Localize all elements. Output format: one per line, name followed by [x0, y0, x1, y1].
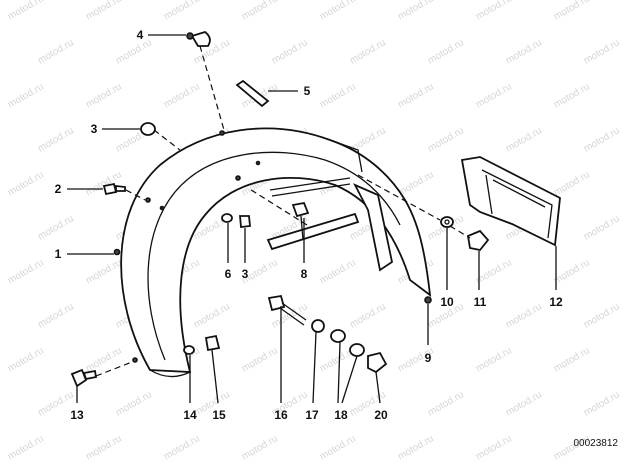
watermark-text: motod.ru — [114, 389, 154, 418]
watermark-text: motod.ru — [84, 0, 124, 23]
watermark-text: motod.ru — [84, 257, 124, 286]
watermark-text: motod.ru — [504, 389, 544, 418]
callout-3-upper: 3 — [91, 122, 98, 136]
watermark-text: motod.ru — [474, 81, 514, 110]
leader-lines — [67, 34, 557, 404]
watermark-text: motod.ru — [318, 433, 358, 462]
callout-5: 5 — [304, 84, 311, 98]
watermark-text: motod.ru — [114, 37, 154, 66]
watermark-text: motod.ru — [474, 257, 514, 286]
watermark-text: motod.ru — [582, 213, 622, 242]
watermark-text: motod.ru — [36, 37, 76, 66]
watermark-text: motod.ru — [552, 345, 592, 374]
watermark-text: motod.ru — [6, 345, 46, 374]
reference-code: 00023812 — [574, 438, 619, 449]
watermark-text: motod.ru — [552, 257, 592, 286]
callout-16: 16 — [274, 408, 288, 422]
callout-labels: 1 2 3 3 4 5 6 8 9 10 11 12 13 14 15 16 1… — [55, 28, 563, 422]
watermark-text: motod.ru — [36, 125, 76, 154]
watermark-text: motod.ru — [240, 345, 280, 374]
watermark-text: motod.ru — [240, 0, 280, 23]
rear-fender-drawing — [113, 127, 432, 378]
watermark-text: motod.ru — [318, 0, 358, 23]
watermark-text: motod.ru — [474, 433, 514, 462]
small-parts — [70, 31, 490, 388]
callout-20: 20 — [374, 408, 388, 422]
callout-12: 12 — [549, 295, 563, 309]
watermark-text: motod.ru — [348, 301, 388, 330]
watermark-text: motod.ru — [84, 169, 124, 198]
callout-13: 13 — [70, 408, 84, 422]
watermark-text: motod.ru — [84, 345, 124, 374]
callout-9: 9 — [425, 351, 432, 365]
watermark-text: motod.ru — [192, 301, 232, 330]
watermark-text: motod.ru — [162, 0, 202, 23]
watermark-text: motod.ru — [552, 169, 592, 198]
callout-1: 1 — [55, 247, 62, 261]
callout-17: 17 — [305, 408, 319, 422]
callout-6: 6 — [225, 267, 232, 281]
watermark-text: motod.ru — [426, 125, 466, 154]
watermark-text: motod.ru — [504, 37, 544, 66]
watermark-text: motod.ru — [84, 433, 124, 462]
watermark-text: motod.ru — [552, 0, 592, 23]
watermark-text: motod.ru — [396, 81, 436, 110]
watermark-text: motod.ru — [396, 433, 436, 462]
watermark-text: motod.ru — [162, 433, 202, 462]
watermark-text: motod.ru — [582, 301, 622, 330]
callout-8: 8 — [301, 267, 308, 281]
watermark-text: motod.ru — [318, 257, 358, 286]
watermark-text: motod.ru — [318, 81, 358, 110]
watermark-text: motod.ru — [348, 37, 388, 66]
watermark-text: motod.ru — [36, 301, 76, 330]
callout-18: 18 — [334, 408, 348, 422]
watermark-text: motod.ru — [426, 389, 466, 418]
watermark-text: motod.ru — [36, 213, 76, 242]
callout-2: 2 — [55, 182, 62, 196]
watermark-text: motod.ru — [6, 81, 46, 110]
mud-flap-drawing — [460, 156, 561, 247]
watermark-text: motod.ru — [474, 0, 514, 23]
watermark-text: motod.ru — [270, 37, 310, 66]
watermark-text: motod.ru — [474, 345, 514, 374]
watermark-text: motod.ru — [504, 301, 544, 330]
callout-11: 11 — [474, 295, 487, 309]
callout-14: 14 — [183, 408, 197, 422]
watermark-text: motod.ru — [396, 0, 436, 23]
watermark-text: motod.ru — [426, 37, 466, 66]
watermark-text: motod.ru — [504, 125, 544, 154]
watermark-text: motod.ru — [582, 37, 622, 66]
watermark-text: motod.ru — [552, 81, 592, 110]
watermark-text: motod.ru — [6, 0, 46, 23]
watermark-text: motod.ru — [6, 433, 46, 462]
callout-4: 4 — [137, 28, 144, 42]
callout-15: 15 — [212, 408, 226, 422]
callout-10: 10 — [440, 295, 454, 309]
watermark-text: motod.ru — [6, 169, 46, 198]
watermark-text: motod.ru — [582, 389, 622, 418]
watermark-text: motod.ru — [84, 81, 124, 110]
watermark-text: motod.ru — [162, 81, 202, 110]
watermark-text: motod.ru — [582, 125, 622, 154]
watermark-text: motod.ru — [240, 433, 280, 462]
watermark-text: motod.ru — [6, 257, 46, 286]
callout-3-lower: 3 — [242, 267, 249, 281]
